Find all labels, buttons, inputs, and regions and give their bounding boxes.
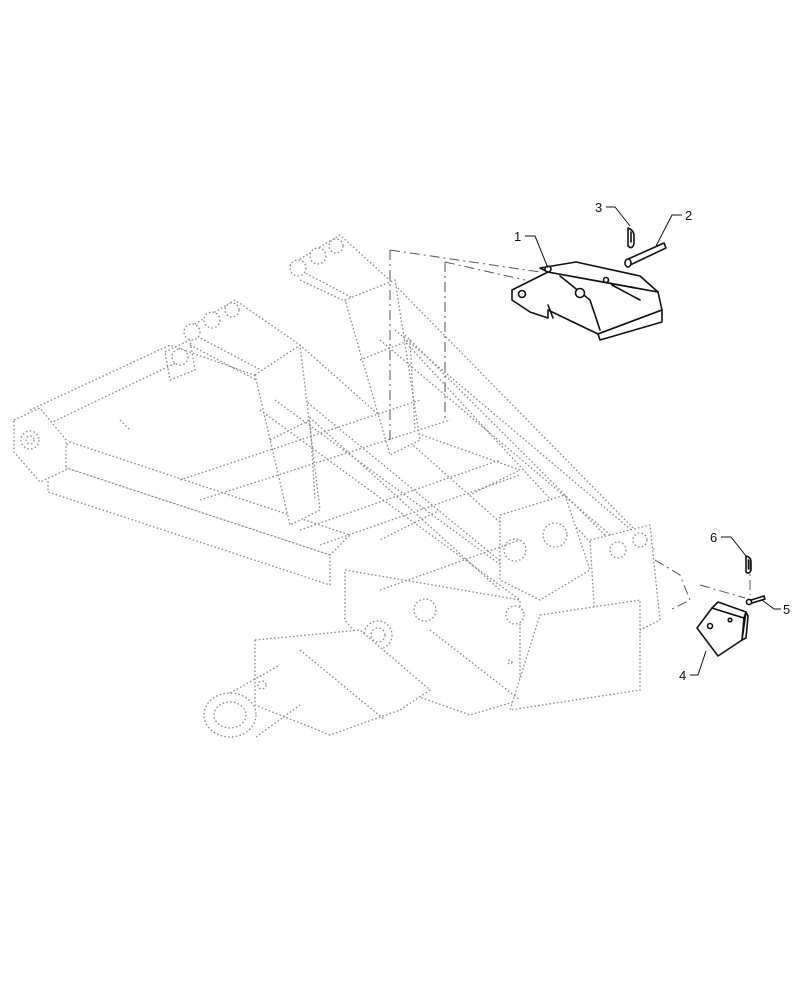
guard-plate-part-4: [696, 601, 749, 657]
assembly-phantom-lines: [389, 249, 751, 611]
loader-frame-ghost: [13, 234, 661, 738]
callout-4: 4: [679, 668, 686, 683]
callout-5: 5: [783, 602, 790, 617]
bracket-part-1: [511, 261, 663, 341]
clip-part-6: [745, 555, 752, 574]
pin-part-5: [745, 595, 766, 606]
clip-part-3: [627, 227, 635, 249]
callout-1: 1: [514, 229, 521, 244]
callout-leaders: [525, 206, 781, 676]
callout-labels: 1 2 3 4 5 6: [514, 200, 790, 683]
pin-part-2: [624, 242, 667, 268]
callout-3: 3: [595, 200, 602, 215]
callout-6: 6: [710, 530, 717, 545]
callout-2: 2: [685, 208, 692, 223]
